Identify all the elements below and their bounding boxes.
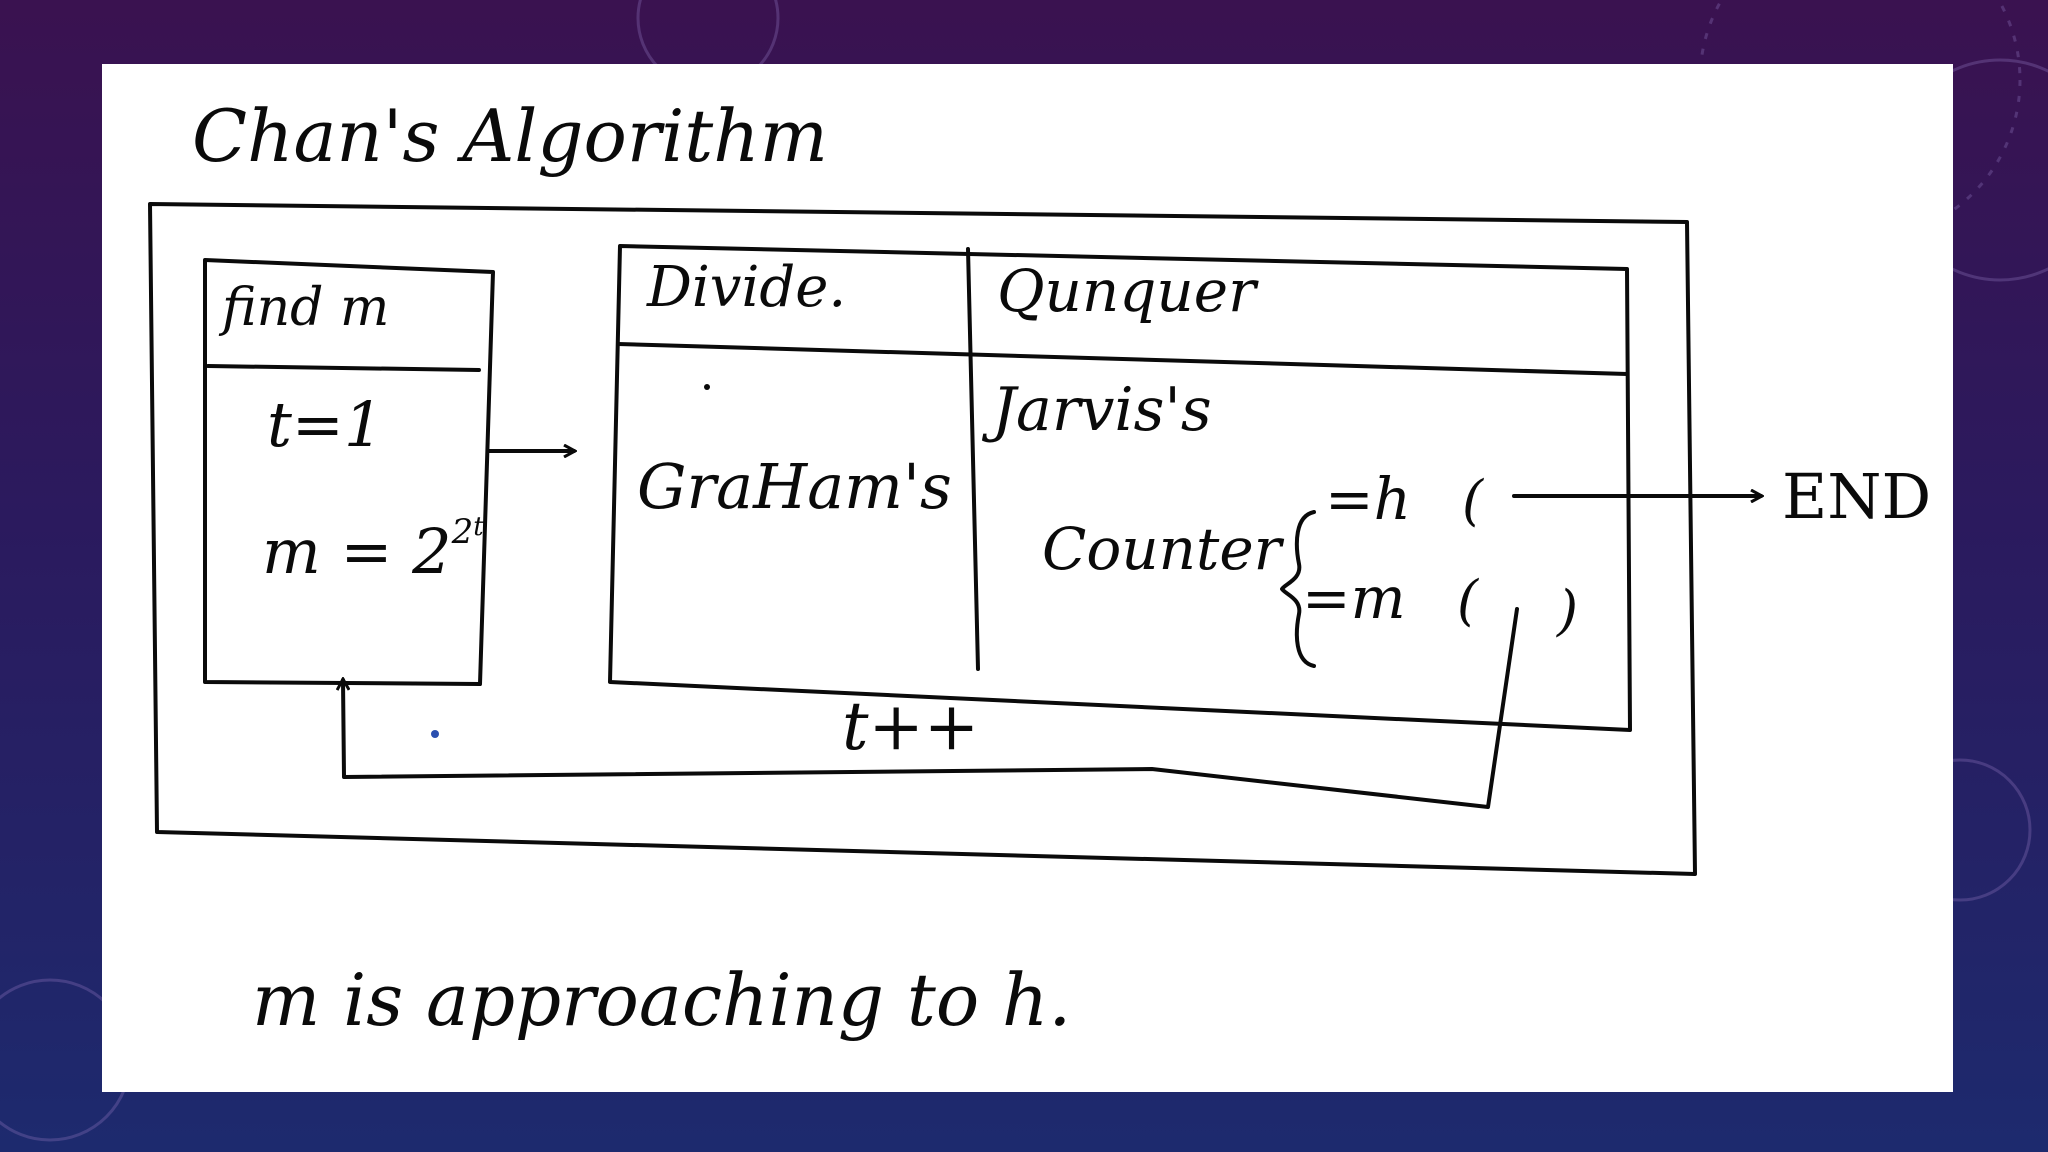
- main-table-header-divider: [616, 342, 1629, 376]
- divide-header: Divide.: [647, 255, 847, 320]
- counter-label: Counter: [1042, 515, 1282, 583]
- find-box-divider: [206, 364, 481, 372]
- page-title: Chan's Algorithm: [192, 94, 828, 178]
- brace: [1280, 510, 1316, 668]
- ink-dot-small: [704, 384, 710, 390]
- outer-frame: [148, 202, 1697, 876]
- m-formula: m = 22t: [262, 514, 484, 583]
- case-equal-h: =h: [1325, 465, 1411, 533]
- main-table-column-divider: [966, 247, 980, 671]
- main-table: [608, 244, 1632, 732]
- loop-arrow: [343, 607, 1519, 809]
- m-formula-exp2: t: [473, 512, 484, 542]
- diagram-lines: [148, 202, 1953, 876]
- case-paren-1: (: [1462, 469, 1484, 532]
- case-paren-2b: ): [1557, 579, 1579, 642]
- find-box-header: find m: [222, 278, 390, 338]
- footer-note: m is approaching to h.: [252, 958, 1072, 1042]
- m-formula-base: m = 2: [262, 515, 452, 588]
- whiteboard: Chan's Algorithm find m t=1 m = 22t Divi…: [102, 64, 1953, 1092]
- ink-dot: [431, 730, 439, 738]
- case-equal-m: =m: [1302, 564, 1406, 632]
- case-paren-2a: (: [1457, 569, 1479, 632]
- loop-label: t++: [842, 688, 980, 765]
- m-formula-exp: 2t: [451, 512, 484, 552]
- divide-body: GraHam's: [637, 450, 952, 523]
- conquer-header: Qunquer: [997, 257, 1256, 325]
- init-t: t=1: [267, 388, 384, 461]
- find-box: [203, 258, 495, 686]
- end-label: END: [1782, 460, 1932, 533]
- conquer-body: Jarvis's: [992, 375, 1212, 445]
